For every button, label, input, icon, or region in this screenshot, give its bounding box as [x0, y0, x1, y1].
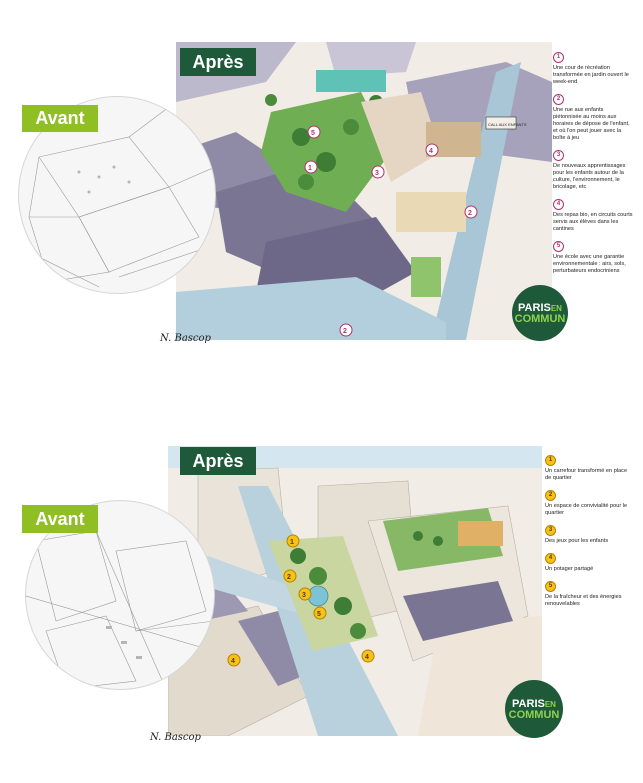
bottom-legend-item: 2 Un espace de convivialité pour le quar…: [545, 490, 633, 517]
bottom-legend-text: Un espace de convivialité pour le quarti…: [545, 503, 628, 516]
svg-text:2: 2: [343, 328, 347, 335]
bottom-legend-item: 4 Un potager partagé: [545, 553, 633, 573]
svg-text:4: 4: [429, 148, 433, 155]
top-legend-text: De nouveaux apprentissages pour les enfa…: [553, 163, 626, 190]
logo-en-text: EN: [550, 303, 562, 313]
top-legend: 1 Une cour de récréation transformée en …: [553, 52, 633, 283]
bottom-legend-number: 4: [545, 553, 556, 564]
svg-text:1: 1: [290, 539, 294, 546]
top-legend-number: 1: [553, 52, 564, 63]
top-label-apres: Après: [180, 48, 256, 76]
bottom-legend-text: Un potager partagé: [545, 566, 594, 572]
svg-text:2: 2: [468, 210, 472, 217]
logo-en-text: EN: [544, 699, 556, 709]
top-paris-en-commun-logo: PARISEN COMMUN: [512, 285, 568, 341]
top-legend-text: Une rue aux enfants piétonnisée au moins…: [553, 107, 630, 141]
bottom-legend-number: 1: [545, 455, 556, 466]
top-legend-item: 3 De nouveaux apprentissages pour les en…: [553, 150, 633, 191]
bottom-legend-number: 3: [545, 525, 556, 536]
bottom-legend-number: 5: [545, 581, 556, 592]
svg-text:4: 4: [231, 658, 235, 665]
bottom-legend-text: Un carrefour transformé en place de quar…: [545, 468, 628, 481]
logo-commun-text: COMMUN: [514, 312, 566, 325]
logo-paris-text: PARIS: [512, 697, 545, 710]
bottom-paris-en-commun-logo: PARISEN COMMUN: [505, 680, 563, 738]
top-after-illustration: CALL AUX ENFANTS 1 2 2 3 4 5: [176, 42, 552, 340]
top-legend-number: 2: [553, 94, 564, 105]
bottom-after-drawing: 1 2 3 4 4 5: [168, 446, 542, 736]
top-signature: N. Bascop: [160, 333, 211, 344]
svg-text:2: 2: [287, 574, 291, 581]
top-legend-number: 3: [553, 150, 564, 161]
top-legend-item: 5 Une école avec une garantie environnem…: [553, 241, 633, 275]
bottom-label-avant: Avant: [22, 505, 98, 533]
bottom-legend-item: 5 De la fraîcheur et des énergies renouv…: [545, 581, 633, 608]
svg-text:1: 1: [308, 165, 312, 172]
svg-text:3: 3: [375, 170, 379, 177]
bottom-legend-text: Des jeux pour les enfants: [545, 538, 609, 544]
top-legend-item: 2 Une rue aux enfants piétonnisée au moi…: [553, 94, 633, 142]
top-legend-text: Des repas bio, en circuits courts servis…: [553, 212, 633, 232]
svg-text:3: 3: [302, 592, 306, 599]
school-sign-text: CALL AUX ENFANTS: [488, 122, 527, 127]
bottom-legend-text: De la fraîcheur et des énergies renouvel…: [545, 594, 622, 607]
top-legend-item: 4 Des repas bio, en circuits courts serv…: [553, 199, 633, 233]
top-label-avant: Avant: [22, 105, 98, 132]
top-legend-number: 5: [553, 241, 564, 252]
bottom-label-apres: Après: [180, 447, 256, 475]
logo-paris-text: PARIS: [518, 301, 551, 314]
top-after-drawing: CALL AUX ENFANTS 1 2 2 3 4 5: [176, 42, 552, 340]
bottom-signature: N. Bascop: [150, 732, 201, 743]
logo-commun-text: COMMUN: [508, 708, 560, 721]
bottom-before-circle: [25, 500, 215, 690]
svg-text:5: 5: [311, 130, 315, 137]
bottom-legend-item: 1 Un carrefour transformé en place de qu…: [545, 455, 633, 482]
top-legend-item: 1 Une cour de récréation transformée en …: [553, 52, 633, 86]
svg-text:4: 4: [365, 654, 369, 661]
top-legend-number: 4: [553, 199, 564, 210]
bottom-legend-item: 3 Des jeux pour les enfants: [545, 525, 633, 545]
bottom-legend: 1 Un carrefour transformé en place de qu…: [545, 455, 633, 616]
bottom-legend-number: 2: [545, 490, 556, 501]
bottom-after-illustration: 1 2 3 4 4 5: [168, 446, 542, 736]
top-legend-text: Une cour de récréation transformée en ja…: [553, 65, 629, 85]
top-legend-text: Une école avec une garantie environnemen…: [553, 254, 626, 274]
svg-text:5: 5: [317, 611, 321, 618]
